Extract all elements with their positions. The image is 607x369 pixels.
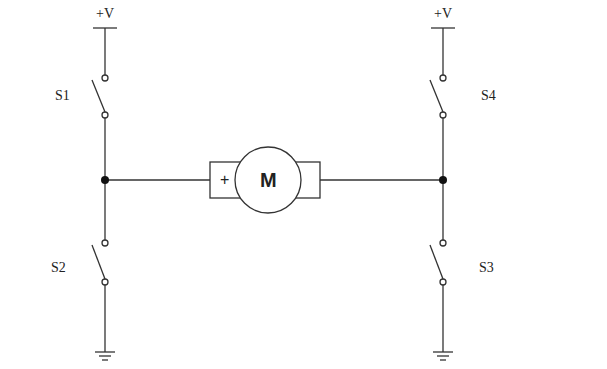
polarity-mark: + <box>220 172 229 188</box>
motor-symbol: +M <box>200 140 330 220</box>
motor-letter: M <box>260 170 277 190</box>
switch-label: S3 <box>479 261 494 275</box>
switch-label: S2 <box>51 261 66 275</box>
supply-label: +V <box>434 7 452 21</box>
switch-label: S4 <box>481 89 496 103</box>
switch-label: S1 <box>55 89 70 103</box>
supply-label: +V <box>96 7 114 21</box>
